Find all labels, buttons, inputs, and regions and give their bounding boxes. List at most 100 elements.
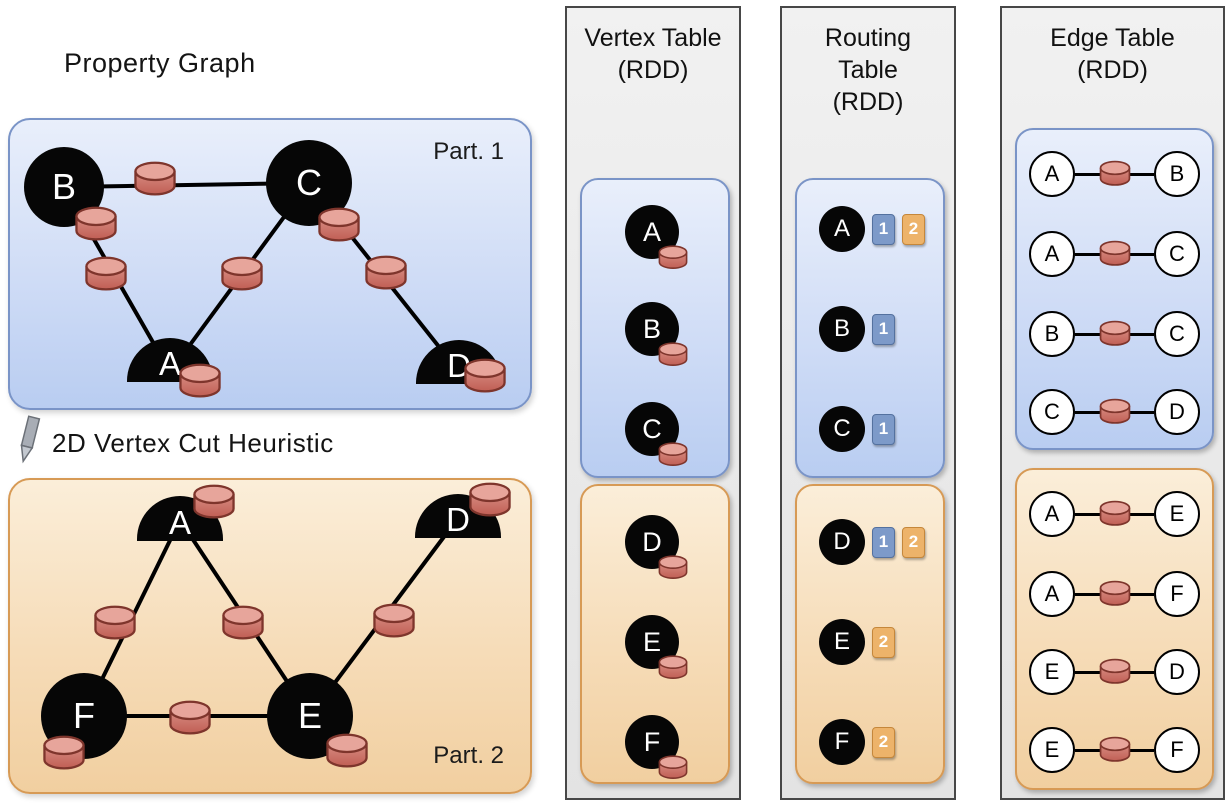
vertex-property-cylinder-icon (658, 755, 688, 779)
edge-line (1075, 240, 1154, 266)
vertex-cut-heuristic-label: 2D Vertex Cut Heuristic (52, 428, 334, 458)
edge-dst-vertex: B (1154, 151, 1200, 197)
edge-row-e-f: E F (1029, 726, 1200, 774)
edge-dst-vertex: C (1154, 311, 1200, 357)
routing-table-part2-box: D 1 2 E 2 F 2 (795, 484, 945, 784)
vertex-property-cylinder-icon (658, 442, 688, 466)
edge-row-b-c: B C (1029, 310, 1200, 358)
vt-item: C (625, 402, 713, 474)
routing-row-a: A 1 2 (819, 206, 925, 252)
edge-line (1075, 500, 1154, 526)
vertex-property-cylinder-icon (658, 342, 688, 366)
partition-1-badge: 1 (872, 413, 895, 445)
edge-dst-vertex: F (1154, 727, 1200, 773)
edge-src-vertex: A (1029, 571, 1075, 617)
routing-row-e: E 2 (819, 619, 895, 665)
edge-line (1075, 398, 1154, 424)
edge-property-cylinder-icon (373, 603, 415, 638)
rt-vertex-d: D (819, 519, 865, 565)
routing-table-title: Routing Table (RDD) (824, 24, 912, 116)
edge-row-a-c: A C (1029, 230, 1200, 278)
edge-property-cylinder-icon (169, 700, 211, 735)
edge-row-e-d: E D (1029, 648, 1200, 696)
routing-row-c: C 1 (819, 406, 895, 452)
edge-property-cylinder-icon (94, 605, 136, 640)
edge-table-part1-box: A B A C B C C (1015, 128, 1214, 450)
edge-property-cylinder-icon (1099, 736, 1130, 762)
vt-item: E (625, 615, 713, 687)
edge-row-a-e: A E (1029, 490, 1200, 538)
edge-dst-vertex: F (1154, 571, 1200, 617)
routing-row-f: F 2 (819, 719, 895, 765)
vertex-cut-pencil-icon (20, 415, 41, 464)
partition-1-badge: 1 (872, 526, 895, 558)
edge-line (1075, 736, 1154, 762)
vt-item: D (625, 515, 713, 587)
edge-src-vertex: A (1029, 231, 1075, 277)
rt-vertex-a: A (819, 206, 865, 252)
edge-property-cylinder-icon (1099, 240, 1130, 266)
edge-dst-vertex: C (1154, 231, 1200, 277)
vertex-property-cylinder-icon (179, 363, 221, 398)
rt-vertex-b: B (819, 306, 865, 352)
partition-2-badge: 2 (872, 726, 895, 758)
edge-line (1075, 160, 1154, 186)
edge-dst-vertex: D (1154, 649, 1200, 695)
edge-line (1075, 580, 1154, 606)
edge-property-cylinder-icon (85, 256, 127, 291)
partition-2-label: Part. 2 (433, 742, 504, 769)
edge-property-cylinder-icon (1099, 500, 1130, 526)
edge-table-part2-box: A E A F E D E (1015, 468, 1214, 790)
edge-row-a-f: A F (1029, 570, 1200, 618)
edge-src-vertex: B (1029, 311, 1075, 357)
edge-row-c-d: C D (1029, 388, 1200, 436)
edge-line (1075, 320, 1154, 346)
vt-vertex-e: E (625, 615, 679, 669)
vertex-property-cylinder-icon (193, 484, 235, 519)
edge-property-cylinder-icon (1099, 398, 1130, 424)
vt-item: B (625, 302, 713, 374)
partition-2-box: Part. 2 A D F E (8, 478, 532, 794)
vertex-property-cylinder-icon (318, 207, 360, 242)
edge-src-vertex: E (1029, 649, 1075, 695)
partition-2-badge: 2 (902, 526, 925, 558)
routing-table-column: Routing Table (RDD) A 1 2 B 1 C 1 D 1 (780, 6, 956, 800)
vertex-property-cylinder-icon (469, 482, 511, 517)
edge-src-vertex: C (1029, 389, 1075, 435)
partition-1-badge: 1 (872, 213, 895, 245)
vertex-property-cylinder-icon (658, 655, 688, 679)
vt-item: A (625, 205, 713, 277)
vertex-table-part2-box: D E F (580, 484, 730, 784)
partition-2-badge: 2 (872, 626, 895, 658)
edge-property-cylinder-icon (1099, 580, 1130, 606)
edge-property-cylinder-icon (222, 605, 264, 640)
vertex-property-cylinder-icon (464, 358, 506, 393)
rt-vertex-e: E (819, 619, 865, 665)
rt-vertex-f: F (819, 719, 865, 765)
routing-row-d: D 1 2 (819, 519, 925, 565)
property-graph-title: Property Graph (64, 48, 256, 78)
edge-property-cylinder-icon (1099, 658, 1130, 684)
edge-dst-vertex: D (1154, 389, 1200, 435)
partition-1-label: Part. 1 (433, 138, 504, 165)
vertex-property-cylinder-icon (75, 206, 117, 241)
vertex-table-column: Vertex Table (RDD) A B C D E (565, 6, 741, 800)
edge-property-cylinder-icon (134, 161, 176, 196)
edge-row-a-b: A B (1029, 150, 1200, 198)
vertex-property-cylinder-icon (658, 555, 688, 579)
routing-table-part1-box: A 1 2 B 1 C 1 (795, 178, 945, 478)
edge-table-column: Edge Table (RDD) A B A C B (1000, 6, 1225, 800)
vt-item: F (625, 715, 713, 787)
partition-1-badge: 1 (872, 313, 895, 345)
routing-row-b: B 1 (819, 306, 895, 352)
vertex-table-part1-box: A B C (580, 178, 730, 478)
vertex-table-title: Vertex Table (RDD) (584, 24, 722, 84)
edge-property-cylinder-icon (221, 256, 263, 291)
edge-table-title: Edge Table (RDD) (1050, 24, 1175, 84)
rt-vertex-c: C (819, 406, 865, 452)
edge-src-vertex: A (1029, 151, 1075, 197)
edge-property-cylinder-icon (365, 255, 407, 290)
edge-property-cylinder-icon (1099, 160, 1130, 186)
edge-src-vertex: E (1029, 727, 1075, 773)
edge-property-cylinder-icon (1099, 320, 1130, 346)
